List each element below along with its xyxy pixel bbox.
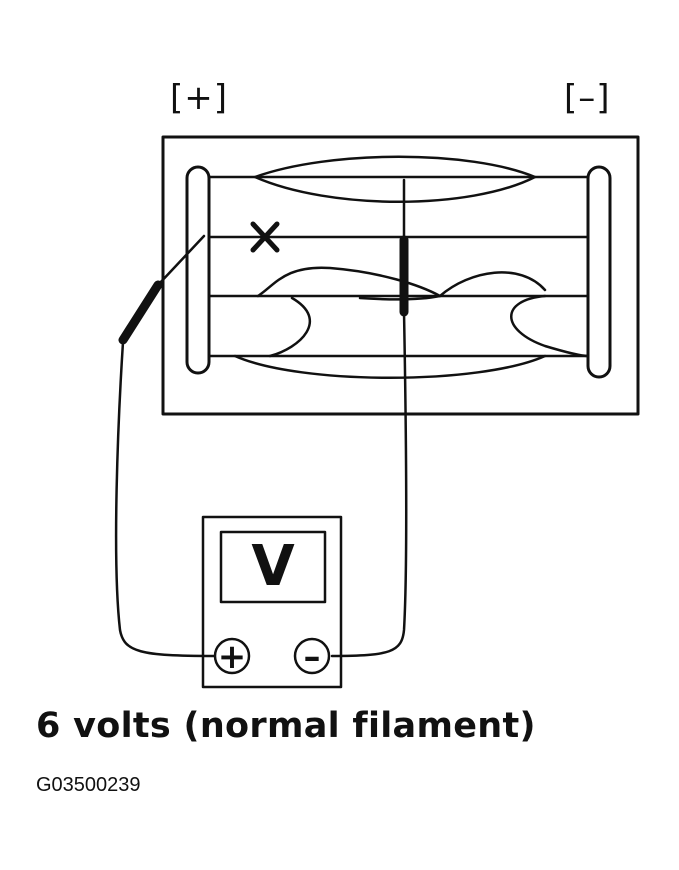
diagram-caption: 6 volts (normal filament)	[36, 706, 536, 746]
positive-bus-bar	[185, 165, 211, 375]
positive-jack	[213, 637, 251, 675]
positive-jack-symbol: +	[217, 637, 247, 677]
negative-terminal-label: [–]	[564, 78, 611, 118]
positive-terminal-label: [+]	[170, 78, 229, 118]
window-panel	[161, 135, 640, 416]
voltmeter-unit-letter: V	[251, 534, 295, 599]
positive-probe-body	[118, 280, 163, 345]
negative-bus-bar	[586, 165, 612, 379]
negative-jack-symbol: –	[303, 637, 321, 677]
figure-id: G03500239	[36, 774, 141, 796]
voltmeter-body	[201, 515, 343, 689]
heater-grid	[207, 175, 590, 358]
positive-test-lead	[114, 340, 216, 658]
voltmeter-display	[219, 530, 327, 604]
filament-break-mark	[250, 221, 280, 253]
negative-test-lead	[330, 310, 408, 658]
negative-jack	[293, 637, 331, 675]
heater-pattern	[233, 155, 590, 379]
positive-probe-tip	[156, 234, 206, 287]
